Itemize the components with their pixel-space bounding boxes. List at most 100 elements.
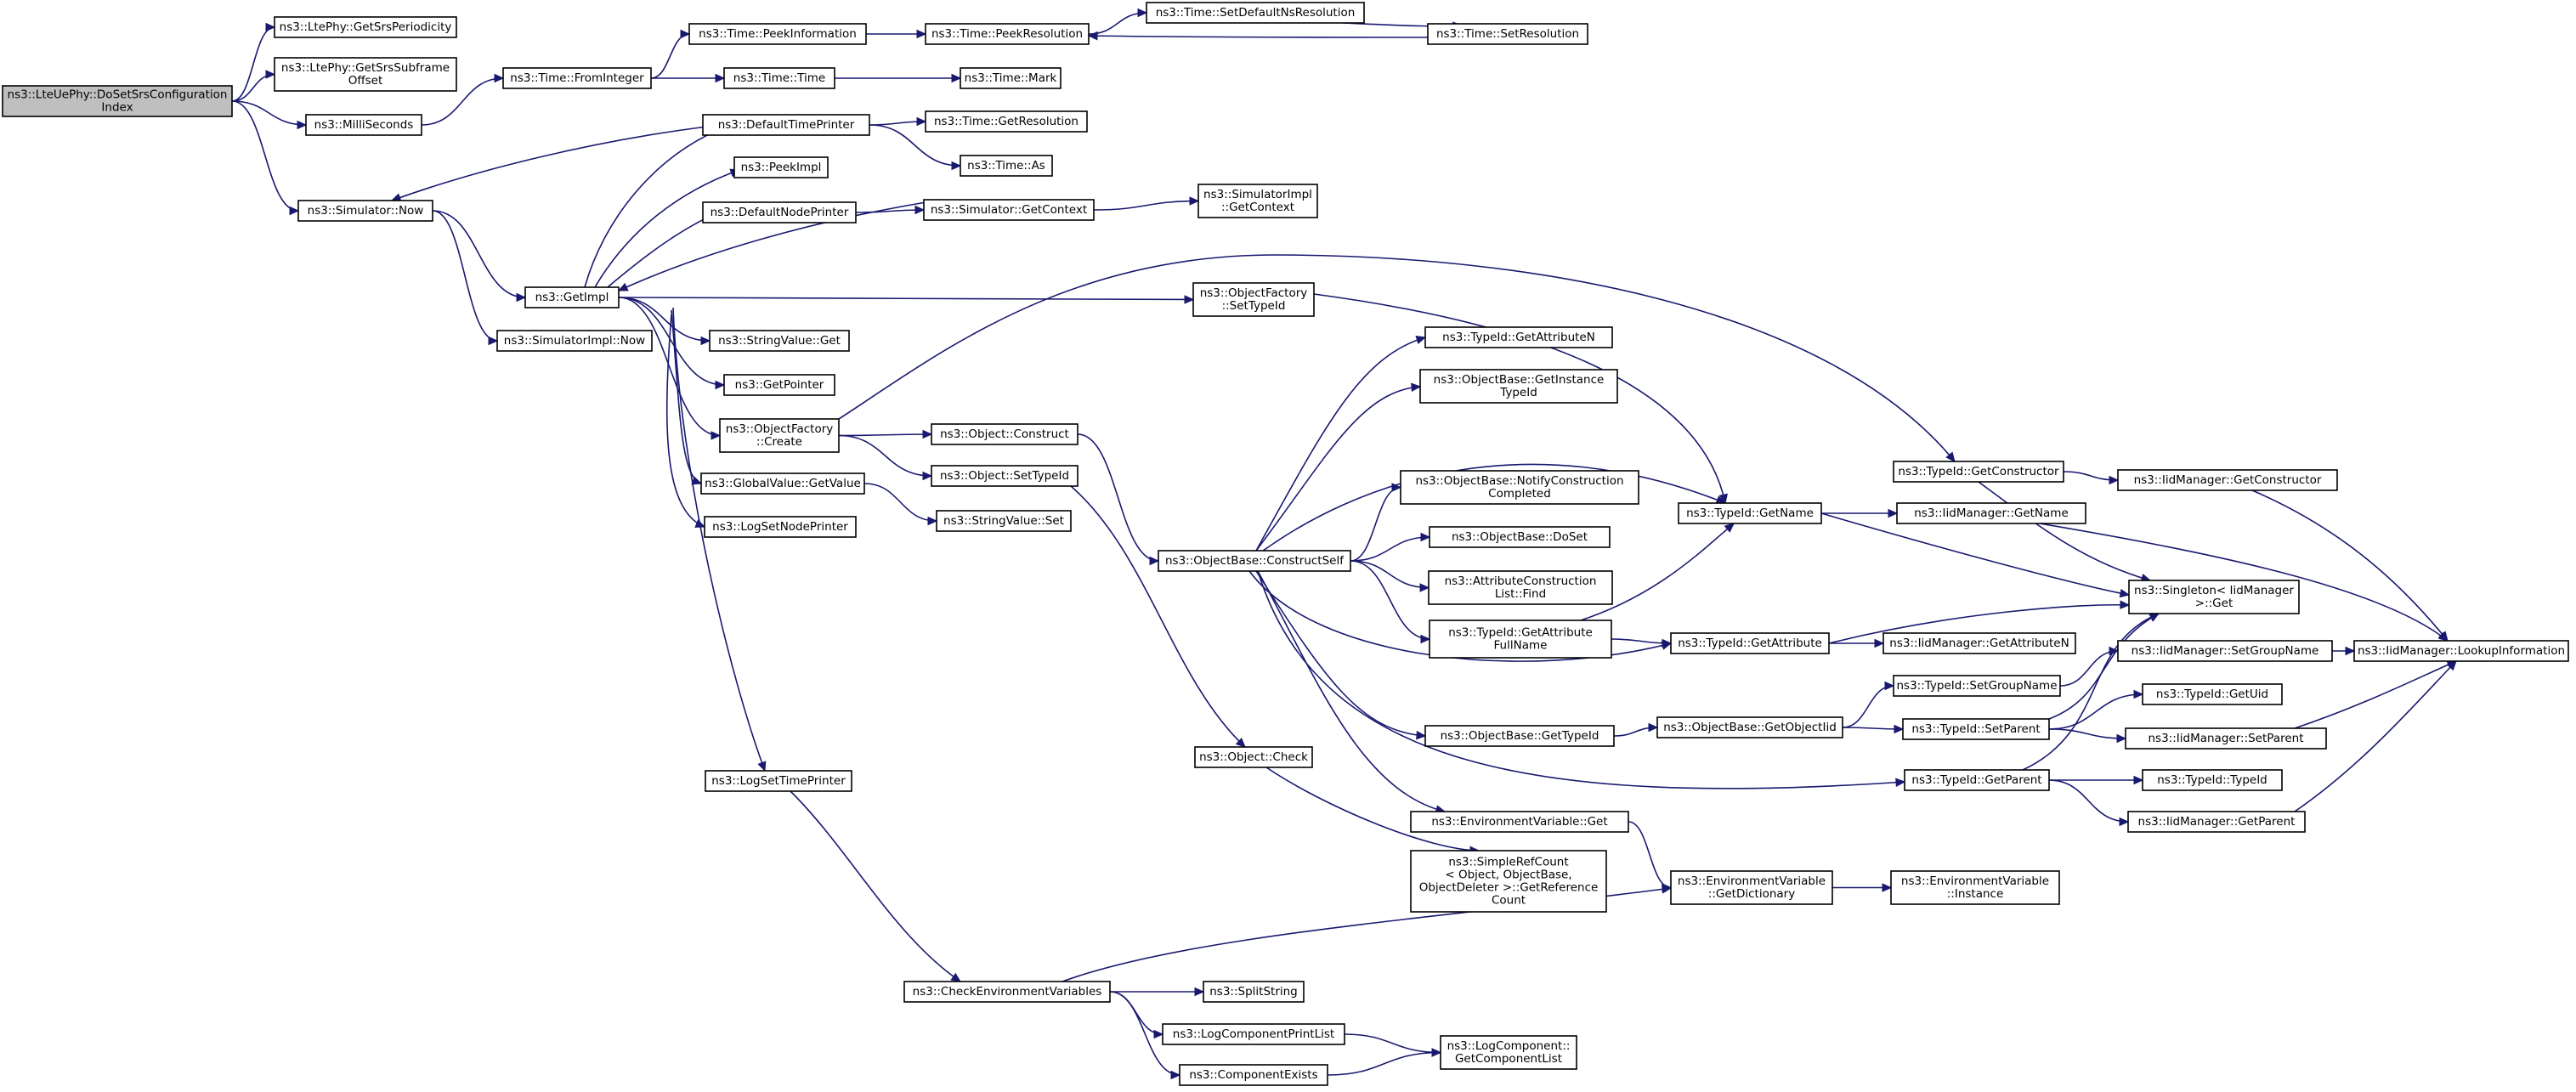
edge-line: [1093, 200, 1199, 211]
node-n33[interactable]: ns3::TypeId::GetAttributeN: [1424, 326, 1613, 348]
node-n60[interactable]: ns3::IidManager::GetParent: [2127, 811, 2306, 833]
node-n53[interactable]: ns3::IidManager::SetGroupName: [2117, 640, 2333, 662]
arrowhead-icon: [950, 972, 962, 982]
edge-n25-n32: [1077, 433, 1160, 566]
node-n43[interactable]: ns3::TypeId::GetAttribute: [1670, 632, 1830, 654]
node-n36[interactable]: ns3::ObjectBase::DoSet: [1429, 526, 1611, 548]
edge-n12-n4: [390, 125, 715, 202]
node-n23[interactable]: ns3::GetPointer: [723, 374, 835, 396]
edge-n21-n42: [1313, 293, 1728, 505]
node-n14[interactable]: ns3::Time::As: [960, 155, 1053, 177]
node-n47[interactable]: ns3::TypeId::GetConstructor: [1893, 461, 2064, 483]
node-n25[interactable]: ns3::Object::Construct: [931, 423, 1079, 445]
node-n50[interactable]: ns3::Singleton< IidManager>::Get: [2128, 580, 2300, 614]
node-n15[interactable]: ns3::PeekImpl: [733, 156, 829, 178]
node-n54[interactable]: ns3::IidManager::LookupInformation: [2353, 640, 2569, 662]
node-n27[interactable]: ns3::GlobalValue::GetValue: [700, 472, 865, 495]
node-n0[interactable]: ns3::LteUePhy::DoSetSrsConfigurationInde…: [2, 85, 233, 117]
edge-line: [1820, 512, 2130, 596]
edge-n0-n2: [231, 70, 276, 102]
node-n48[interactable]: ns3::IidManager::GetConstructor: [2117, 469, 2338, 491]
node-n52[interactable]: ns3::TypeId::SetGroupName: [1893, 675, 2061, 697]
node-n65[interactable]: ns3::LogComponent::GetComponentList: [1440, 1035, 1577, 1070]
node-label: TypeId: [1499, 386, 1537, 399]
node-n6[interactable]: ns3::Time::PeekInformation: [688, 23, 867, 45]
edge-line: [1842, 727, 1904, 730]
node-box: [1192, 282, 1315, 317]
node-n46[interactable]: ns3::EnvironmentVariable::Instance: [1890, 870, 2060, 905]
node-n39[interactable]: ns3::ObjectBase::GetTypeId: [1424, 725, 1615, 747]
node-n16[interactable]: ns3::DefaultNodePrinter: [702, 201, 857, 223]
arrowhead-icon: [2109, 475, 2120, 485]
node-n19[interactable]: ns3::GetImpl: [524, 286, 620, 308]
node-n32[interactable]: ns3::ObjectBase::ConstructSelf: [1158, 550, 1351, 572]
node-n17[interactable]: ns3::Simulator::GetContext: [923, 199, 1095, 221]
edge-n19-n30: [672, 307, 767, 772]
node-n49[interactable]: ns3::IidManager::GetName: [1896, 502, 2086, 524]
node-n10[interactable]: ns3::Time::Time: [723, 67, 835, 89]
node-n3[interactable]: ns3::MilliSeconds: [305, 114, 422, 136]
node-n8[interactable]: ns3::Time::SetDefaultNsResolution: [1146, 2, 1365, 24]
node-label: ns3::Time::PeekInformation: [699, 27, 857, 41]
node-n1[interactable]: ns3::LtePhy::GetSrsPeriodicity: [274, 16, 457, 38]
edge-n60-n54: [2294, 660, 2457, 812]
arrowhead-icon: [1189, 196, 1200, 206]
node-n56[interactable]: ns3::TypeId::SetParent: [1902, 718, 2050, 740]
node-n30[interactable]: ns3::LogSetTimePrinter: [705, 770, 852, 792]
node-n31[interactable]: ns3::Object::Check: [1194, 746, 1313, 768]
node-label: ns3::SplitString: [1209, 985, 1298, 999]
edge-n43-n51: [1829, 638, 1885, 648]
node-n51[interactable]: ns3::IidManager::GetAttributeN: [1882, 632, 2076, 654]
node-label: ns3::Time::SetResolution: [1436, 27, 1579, 41]
edge-line: [1350, 536, 1430, 562]
node-n61[interactable]: ns3::CheckEnvironmentVariables: [903, 981, 1111, 1003]
node-n45[interactable]: ns3::EnvironmentVariable::GetDictionary: [1670, 870, 1833, 905]
node-n55[interactable]: ns3::TypeId::GetUid: [2142, 683, 2283, 705]
edge-line: [1313, 293, 1726, 504]
node-n35[interactable]: ns3::ObjectBase::NotifyConstructionCompl…: [1400, 470, 1639, 505]
node-n4[interactable]: ns3::Simulator::Now: [297, 200, 433, 222]
node-n58[interactable]: ns3::TypeId::GetParent: [1904, 769, 2050, 791]
arrowhead-icon: [1894, 724, 1905, 734]
node-n21[interactable]: ns3::ObjectFactory::SetTypeId: [1192, 282, 1315, 317]
node-n24[interactable]: ns3::ObjectFactory::Create: [719, 418, 840, 453]
node-n57[interactable]: ns3::IidManager::SetParent: [2125, 727, 2327, 750]
edge-line: [1978, 481, 2151, 581]
node-n26[interactable]: ns3::Object::SetTypeId: [931, 465, 1079, 487]
node-n11[interactable]: ns3::Time::Mark: [960, 67, 1062, 89]
node-n18[interactable]: ns3::SimulatorImpl::GetContext: [1197, 184, 1318, 218]
node-n29[interactable]: ns3::LogSetNodePrinter: [704, 516, 857, 538]
arrowhead-icon: [1419, 583, 1430, 592]
node-n22[interactable]: ns3::StringValue::Get: [709, 330, 850, 352]
node-n44[interactable]: ns3::ObjectBase::GetObjectIid: [1656, 716, 1843, 738]
node-n7[interactable]: ns3::Time::PeekResolution: [925, 23, 1090, 45]
node-box: [1424, 326, 1613, 348]
node-n42[interactable]: ns3::TypeId::GetName: [1678, 502, 1822, 524]
node-n13[interactable]: ns3::Time::GetResolution: [925, 110, 1088, 133]
node-box: [1429, 526, 1611, 548]
node-box: [1410, 811, 1629, 833]
edge-line: [1255, 386, 1421, 552]
node-n64[interactable]: ns3::ComponentExists: [1179, 1064, 1328, 1086]
arrowhead-icon: [1874, 638, 1885, 648]
edge-n16-n17: [855, 205, 926, 215]
node-n62[interactable]: ns3::SplitString: [1203, 981, 1305, 1003]
node-label: ns3::AttributeConstruction: [1445, 574, 1597, 588]
node-n41[interactable]: ns3::SimpleRefCount< Object, ObjectBase,…: [1410, 850, 1607, 913]
edge-line: [231, 100, 307, 126]
node-n40[interactable]: ns3::EnvironmentVariable::Get: [1410, 811, 1629, 833]
node-n12[interactable]: ns3::DefaultTimePrinter: [702, 114, 870, 136]
node-label: ns3::Object::Check: [1199, 750, 1308, 764]
edge-n32-n39: [1255, 570, 1427, 740]
node-n5[interactable]: ns3::Time::FromInteger: [502, 67, 652, 89]
node-n59[interactable]: ns3::TypeId::TypeId: [2142, 769, 2283, 791]
node-n20[interactable]: ns3::SimulatorImpl::Now: [496, 330, 653, 352]
node-n28[interactable]: ns3::StringValue::Set: [936, 510, 1072, 532]
node-n63[interactable]: ns3::LogComponentPrintList: [1162, 1023, 1345, 1045]
node-n9[interactable]: ns3::Time::SetResolution: [1427, 23, 1588, 45]
